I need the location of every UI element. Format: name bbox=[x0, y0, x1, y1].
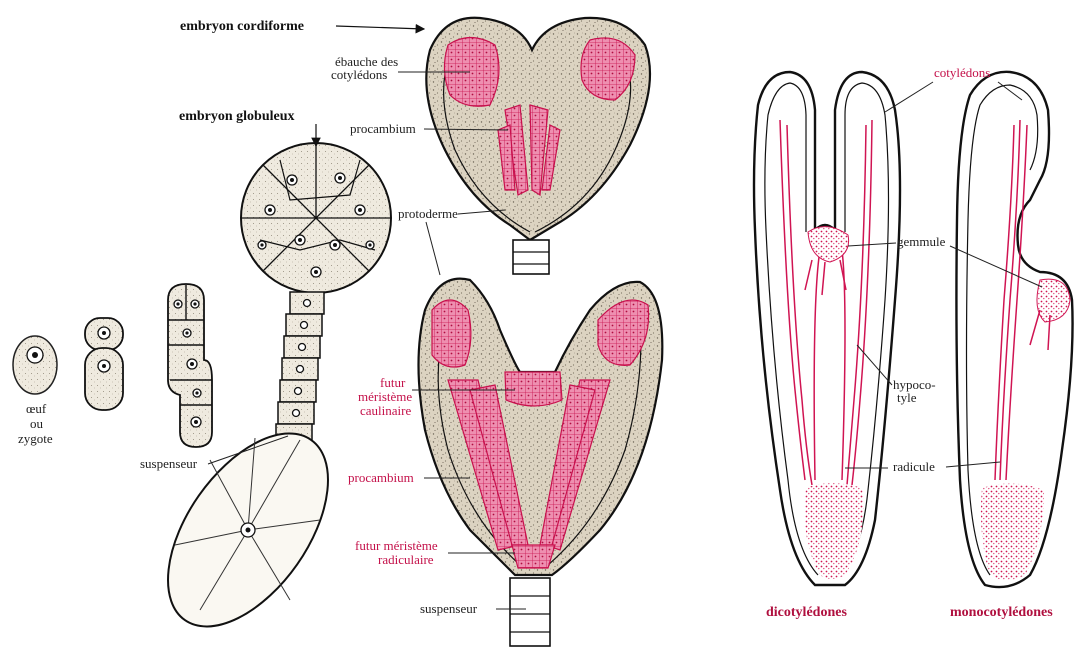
futur-caulinaire-label-1: futur bbox=[380, 375, 406, 390]
futur-caulinaire-label-3: caulinaire bbox=[360, 403, 411, 418]
oeuf-label: œuf bbox=[26, 401, 47, 416]
gemmule-label: gemmule bbox=[897, 234, 946, 249]
dicotyledones-caption: dicotylédones bbox=[766, 605, 847, 620]
futur-caulinaire-label-2: méristème bbox=[358, 389, 412, 404]
globular-embryo bbox=[241, 143, 391, 293]
dicot-embryo bbox=[754, 72, 900, 585]
zygote bbox=[13, 336, 57, 394]
protoderme-label: protoderme bbox=[398, 206, 458, 221]
procambium-top-label: procambium bbox=[350, 121, 416, 136]
ebauche-label-2: cotylédons bbox=[331, 67, 387, 82]
futur-radiculaire-label-2: radiculaire bbox=[378, 552, 434, 567]
monocotyledones-caption: monocotylédones bbox=[950, 605, 1053, 620]
radicule-label: radicule bbox=[893, 459, 935, 474]
suspensor-chain bbox=[276, 292, 324, 446]
heart-embryo-bottom bbox=[419, 279, 663, 646]
basal-cell bbox=[136, 405, 360, 648]
suspenseur-left-label: suspenseur bbox=[140, 456, 198, 471]
two-cell-embryo bbox=[85, 318, 123, 410]
multicell-embryo bbox=[168, 284, 212, 447]
zygote-label: zygote bbox=[18, 431, 53, 446]
embryon-cordiforme-label: embryon cordiforme bbox=[180, 19, 304, 34]
futur-radiculaire-label-1: futur méristème bbox=[355, 538, 438, 553]
embryon-globuleux-label: embryon globuleux bbox=[179, 109, 295, 124]
cordiforme-arrow bbox=[336, 26, 424, 29]
suspenseur-bottom-label: suspenseur bbox=[420, 601, 478, 616]
ou-label: ou bbox=[30, 416, 44, 431]
procambium-bottom-label: procambium bbox=[348, 470, 414, 485]
hypocotyle-label-2: tyle bbox=[897, 390, 917, 405]
monocot-embryo bbox=[956, 72, 1072, 587]
cotyledons-label: cotylédons bbox=[934, 65, 990, 80]
heart-embryo-top bbox=[426, 18, 650, 274]
protoderme-leader-bottom bbox=[426, 222, 440, 275]
